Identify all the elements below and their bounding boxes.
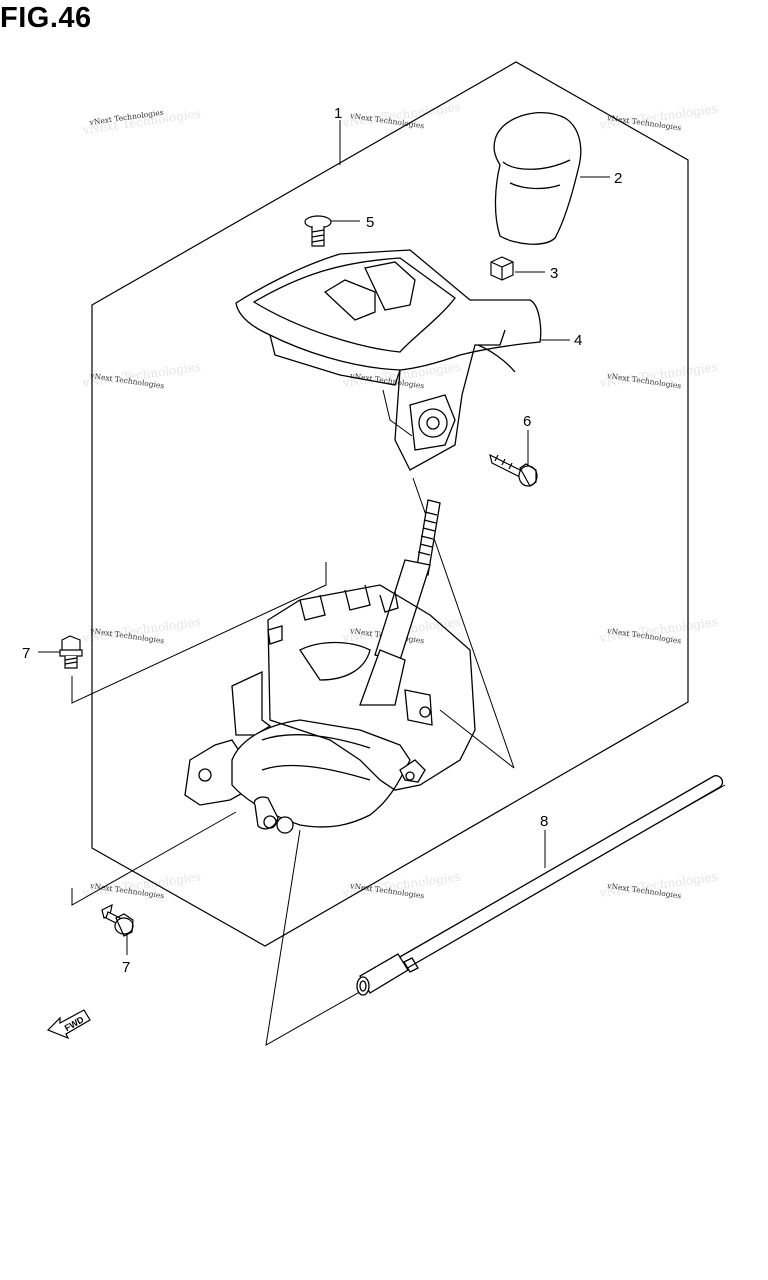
nut bbox=[490, 256, 514, 281]
assembly-boundary bbox=[91, 61, 689, 947]
callout-7-left: 7 bbox=[22, 645, 30, 662]
callout-4: 4 bbox=[574, 332, 582, 349]
shift-cable-rod bbox=[356, 775, 724, 996]
bolt-left bbox=[59, 635, 83, 669]
screw-small bbox=[304, 215, 332, 247]
callout-1: 1 bbox=[334, 105, 342, 122]
figure-title: FIG.46 bbox=[0, 2, 92, 34]
forward-direction-indicator: FWD bbox=[46, 1009, 91, 1040]
shifter-housing bbox=[184, 584, 476, 834]
shift-knob bbox=[493, 112, 582, 245]
callout-2: 2 bbox=[614, 170, 622, 187]
indicator-bezel bbox=[235, 249, 542, 471]
callout-labels: 1 2 3 4 5 6 7 7 8 bbox=[22, 105, 622, 976]
callout-5: 5 bbox=[366, 214, 374, 231]
callout-8: 8 bbox=[540, 813, 548, 830]
bolt-bottom bbox=[101, 903, 134, 937]
callout-7-bottom: 7 bbox=[122, 959, 130, 976]
shift-lever bbox=[359, 499, 441, 706]
callout-6: 6 bbox=[523, 413, 531, 430]
callout-3: 3 bbox=[550, 265, 558, 282]
bolt-flange bbox=[489, 453, 538, 487]
